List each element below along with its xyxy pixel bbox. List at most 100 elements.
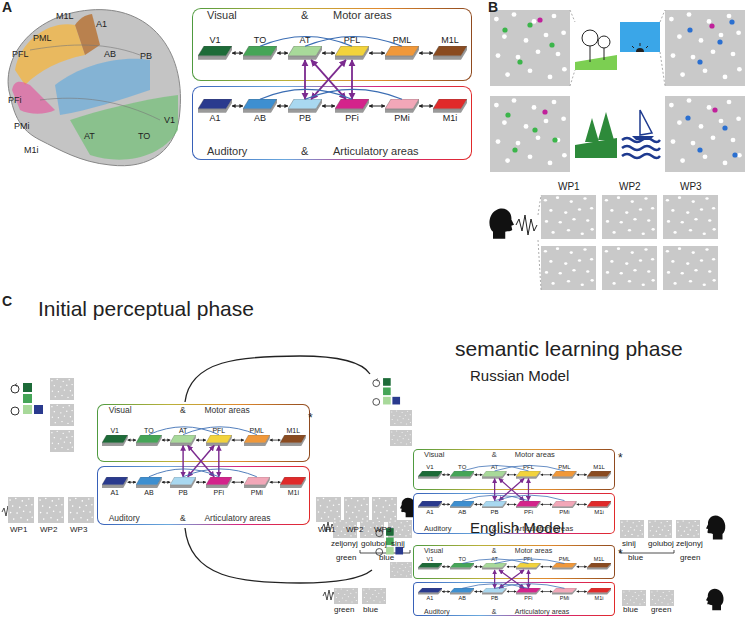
area-square: V1 (102, 435, 128, 446)
area-label: V1 (110, 427, 119, 434)
connector (311, 60, 346, 99)
area-label: PMi (560, 596, 569, 602)
text-label: PB (140, 52, 152, 61)
connector (149, 469, 219, 477)
area-label: AT (491, 464, 498, 470)
connector (305, 89, 402, 99)
area-shape (244, 477, 270, 488)
text-label: green (336, 554, 356, 562)
text-label: * (618, 548, 623, 560)
connector (322, 53, 335, 54)
area-shape (206, 477, 232, 488)
area-label: M1L (286, 427, 300, 434)
area-label: A1 (426, 596, 433, 602)
area-label: M1i (594, 509, 604, 515)
text-label: WP2 (346, 526, 363, 534)
connector (494, 570, 495, 588)
area-square: PML (385, 46, 419, 60)
box-heading: Motor areas (204, 406, 249, 415)
area-shape (288, 99, 322, 113)
connector (462, 559, 528, 564)
connector (196, 440, 206, 441)
box-heading: & (492, 547, 497, 554)
area-label: AT (179, 427, 187, 434)
box-heading: & (301, 146, 308, 157)
connector (305, 36, 402, 46)
text-label: AB (104, 50, 116, 59)
area-square: PB (482, 501, 506, 509)
area-label: PFL (212, 427, 225, 434)
area-label: AB (254, 114, 266, 123)
box-heading: Motor areas (515, 451, 555, 459)
area-label: V1 (426, 557, 433, 563)
area-label: TO (144, 427, 154, 434)
area-shape (418, 588, 442, 594)
connector (188, 446, 214, 477)
connector (196, 482, 206, 483)
area-label: PFi (345, 114, 359, 123)
area-shape (102, 477, 128, 488)
area-square: M1i (433, 99, 467, 113)
text-label: sinij (391, 540, 405, 548)
panel-letter: A (2, 0, 12, 14)
area-label: PFi (214, 489, 225, 496)
panel-letter: C (2, 294, 12, 308)
model-box: Visual&Motor areasV1TOATPFLPMLM1L (413, 545, 615, 579)
area-square: PFL (206, 435, 232, 446)
connector (232, 53, 243, 54)
text-label: PFi (8, 96, 22, 105)
connector (270, 482, 281, 483)
area-shape (385, 99, 419, 113)
box-heading: & (301, 10, 308, 21)
text-label: zeljonyj (676, 540, 703, 548)
area-label: M1L (594, 557, 605, 563)
connector (495, 584, 565, 589)
connector (462, 465, 528, 471)
area-square: PML (244, 435, 270, 446)
connector (499, 570, 524, 588)
model-box: Auditory&Articulatory areasA1ABPBPFiPMiM… (192, 86, 472, 160)
area-shape (280, 435, 306, 446)
area-label: M1L (441, 36, 459, 45)
connector (499, 479, 524, 501)
connector (507, 591, 516, 592)
text-label: WP2 (40, 526, 57, 534)
box-heading: & (180, 406, 186, 415)
connector (304, 60, 306, 99)
area-shape (482, 588, 506, 594)
connector (183, 427, 257, 435)
area-label: M1L (593, 464, 605, 470)
area-label: PML (393, 36, 412, 45)
connector (270, 440, 281, 441)
box-heading: Motor areas (333, 10, 392, 21)
text-label: TO (138, 132, 150, 141)
area-shape (482, 471, 506, 479)
area-label: A1 (209, 114, 220, 123)
connector (577, 591, 587, 592)
connector (182, 446, 183, 477)
text-label: M1i (24, 146, 39, 155)
area-square: M1i (280, 477, 306, 488)
area-shape (482, 563, 506, 569)
connector (528, 479, 529, 501)
text-label: PML (33, 34, 52, 43)
box-heading: Articulatory areas (333, 146, 419, 157)
area-square: PFL (335, 46, 369, 60)
area-square: M1L (280, 435, 306, 446)
connector (162, 440, 170, 441)
text-label: English Model (470, 520, 564, 535)
area-label: AT (300, 36, 311, 45)
text-label: green (334, 606, 354, 614)
text-label: PFL (12, 50, 29, 59)
area-label: PFL (523, 464, 534, 470)
area-label: V1 (209, 36, 220, 45)
area-shape (516, 471, 540, 479)
panel-letter: B (488, 0, 498, 14)
text-label: AT (84, 132, 95, 141)
area-square: PB (170, 477, 196, 488)
box-heading: Motor areas (515, 547, 552, 554)
area-label: PML (558, 464, 570, 470)
area-label: AB (458, 509, 466, 515)
box-heading: & (492, 608, 497, 615)
area-label: PFL (344, 36, 361, 45)
